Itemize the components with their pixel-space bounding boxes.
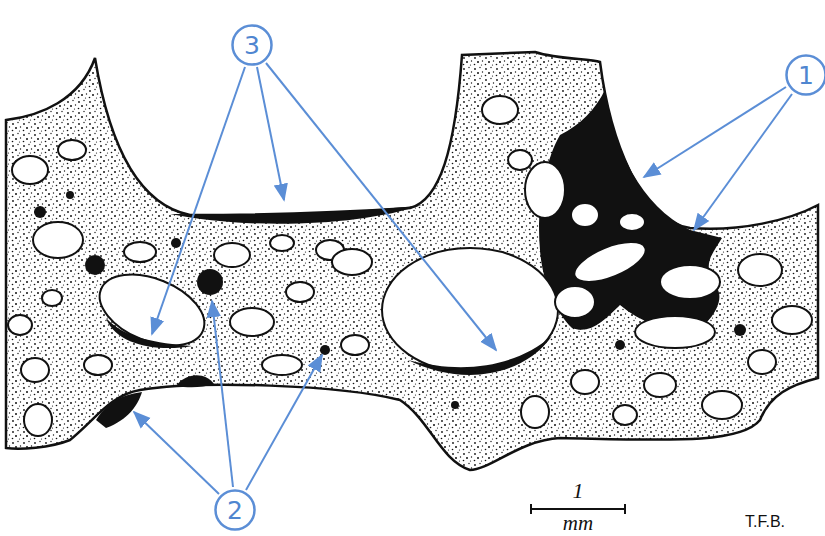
void xyxy=(176,375,214,387)
aggregate xyxy=(33,222,83,258)
void xyxy=(66,191,74,199)
aggregate xyxy=(635,316,715,348)
aggregate xyxy=(8,315,32,335)
aggregate xyxy=(332,249,372,275)
void xyxy=(171,238,181,248)
aggregate xyxy=(42,290,62,306)
void xyxy=(320,345,330,355)
aggregate xyxy=(124,242,156,262)
aggregate xyxy=(12,156,48,184)
aggregate xyxy=(555,286,595,318)
aggregate xyxy=(702,391,742,419)
leader-line xyxy=(694,94,792,230)
void xyxy=(615,340,625,350)
aggregate xyxy=(619,213,645,231)
void xyxy=(734,324,746,336)
aggregate xyxy=(341,335,369,355)
aggregate xyxy=(508,150,532,170)
leader-line xyxy=(246,355,322,490)
callout-number: 3 xyxy=(244,33,260,58)
aggregate xyxy=(748,350,776,374)
aggregate xyxy=(644,373,676,397)
callout-number: 2 xyxy=(227,498,243,523)
callout-circle: 3 xyxy=(231,24,273,66)
scale-line xyxy=(531,508,625,510)
aggregate xyxy=(214,243,250,267)
void xyxy=(96,392,142,428)
crack xyxy=(106,318,192,348)
aggregate xyxy=(772,306,812,334)
crack xyxy=(170,205,422,224)
callout-number: 1 xyxy=(798,63,814,88)
aggregate xyxy=(58,140,86,160)
watermark: T.F.B. xyxy=(745,514,785,530)
void xyxy=(85,255,105,275)
leader-line xyxy=(257,67,284,200)
aggregate xyxy=(571,370,599,394)
void xyxy=(197,269,223,295)
callout-circle: 1 xyxy=(785,54,825,96)
aggregate xyxy=(286,282,314,302)
scale-value: 1 xyxy=(573,480,584,502)
callout-ring xyxy=(787,56,825,95)
crack xyxy=(408,336,552,375)
leader-lines xyxy=(134,63,792,494)
leader-line xyxy=(152,67,245,334)
aggregate xyxy=(521,396,549,428)
void xyxy=(451,401,459,409)
aggregate xyxy=(660,265,720,299)
aggregate xyxy=(262,355,302,375)
aggregate xyxy=(84,355,112,375)
leader-line xyxy=(266,63,496,350)
scale-unit: mm xyxy=(563,513,593,534)
leader-line xyxy=(212,301,233,487)
aggregate xyxy=(482,96,518,124)
aggregate xyxy=(230,308,274,336)
mortar-outline xyxy=(6,52,818,470)
aggregate xyxy=(738,254,782,286)
air-voids xyxy=(34,191,746,428)
scale-tick xyxy=(624,504,626,514)
scale-tick xyxy=(530,504,532,514)
void xyxy=(34,206,46,218)
sand-texture xyxy=(6,52,818,470)
callout-ring xyxy=(216,491,255,530)
aggregate xyxy=(571,203,599,227)
callout-ring xyxy=(233,26,272,65)
aggregate xyxy=(89,261,214,360)
aggregate xyxy=(21,358,49,382)
aggregate xyxy=(525,162,565,218)
leader-line xyxy=(134,412,219,494)
aggregate xyxy=(569,234,651,290)
mortar-matrix xyxy=(6,52,818,470)
aggregate xyxy=(613,405,637,425)
aggregate xyxy=(24,404,52,436)
aggregate xyxy=(270,235,294,251)
callout-circle: 2 xyxy=(214,489,256,531)
paste-filled-void xyxy=(539,90,722,334)
